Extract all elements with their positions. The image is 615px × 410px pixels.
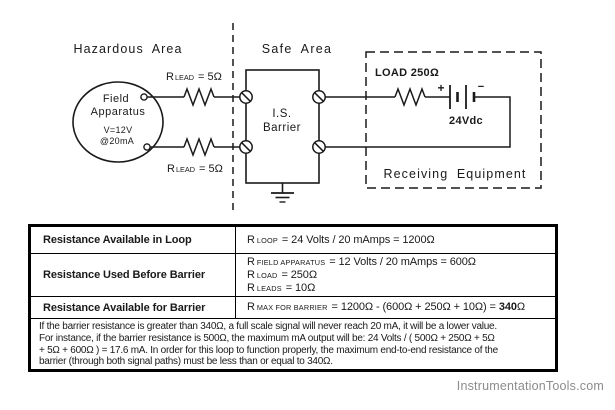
load-resistor <box>394 86 426 108</box>
lead-resistor-bottom <box>183 136 215 158</box>
apparatus-terminal-top <box>140 93 148 101</box>
note-line: + 5Ω + 600Ω ) = 17.6 mA. In order for th… <box>39 344 498 356</box>
apparatus-terminal-bottom <box>143 143 151 151</box>
screw-terminal-slash <box>314 142 324 152</box>
lead-resistor-top <box>183 86 215 108</box>
is-barrier-label-line2: Barrier <box>263 122 301 134</box>
battery-plus-label: + <box>437 81 444 95</box>
lead-resistor-top-label: RLEAD= 5Ω <box>166 71 222 83</box>
row-label: Resistance Used Before Barrier <box>31 254 236 296</box>
field-apparatus-voltage-label: V=12V <box>104 125 133 135</box>
screw-terminal-slash <box>241 92 251 102</box>
is-barrier-box <box>245 69 320 184</box>
table-note: If the barrier resistance is greater tha… <box>31 319 503 369</box>
row-label: Resistance Available in Loop <box>31 227 236 253</box>
wire-return <box>325 96 511 148</box>
hazardous-area-label: Hazardous Area <box>73 42 182 56</box>
field-apparatus-name-line2: Apparatus <box>91 106 146 118</box>
field-apparatus-current-label: @20mA <box>100 136 134 146</box>
site-watermark: InstrumentationTools.com <box>456 379 604 393</box>
ground-symbol <box>271 183 294 203</box>
note-line: If the barrier resistance is greater tha… <box>39 321 497 332</box>
row-label: Resistance Available for Barrier <box>31 297 236 318</box>
note-line: barrier (through both signal paths) must… <box>39 356 333 368</box>
table-note-row: If the barrier resistance is greater tha… <box>31 319 555 369</box>
receiving-equipment-label: Receiving Equipment <box>383 167 526 181</box>
load-label: LOAD 250Ω <box>375 67 439 79</box>
battery-icon <box>449 85 476 109</box>
barrier-circuit-diagram: Hazardous Area Safe Area Field Apparatus… <box>72 23 542 213</box>
lead-resistor-bottom-label: RLEAD= 5Ω <box>167 163 223 175</box>
battery-minus-label: − <box>478 81 484 93</box>
field-apparatus-name-line1: Field <box>103 93 129 105</box>
field-apparatus-circle <box>72 81 164 163</box>
is-barrier-label-line1: I.S. <box>272 108 291 120</box>
note-line: For instance, if the barrier resistance … <box>39 332 495 344</box>
receiving-equipment-box <box>365 51 542 189</box>
screw-terminal-slash <box>241 142 251 152</box>
battery-voltage-label: 24Vdc <box>449 115 483 127</box>
safe-area-label: Safe Area <box>262 42 333 56</box>
screw-terminal-slash <box>314 92 324 102</box>
